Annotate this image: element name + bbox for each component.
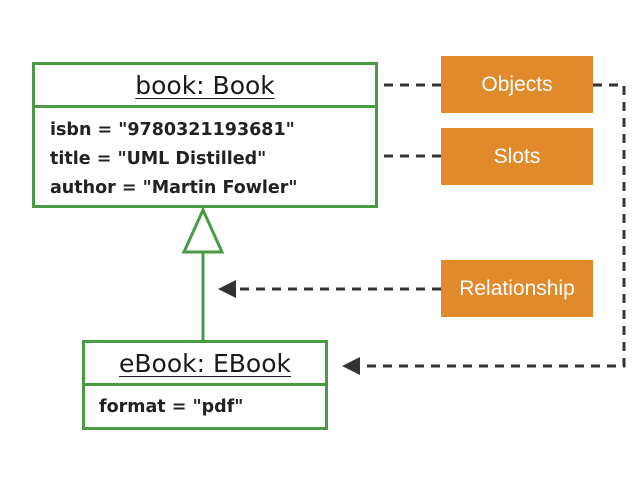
book-object-title: book: Book <box>135 71 275 100</box>
ebook-object-header: eBook: EBook <box>85 343 325 386</box>
slot-title: title = "UML Distilled" <box>50 149 267 169</box>
slot-author: author = "Martin Fowler" <box>50 178 298 198</box>
ebook-object-title: eBook: EBook <box>119 349 291 378</box>
objects-arrowhead-ebook <box>342 357 360 375</box>
callout-relationship: Relationship <box>441 260 593 317</box>
ebook-slot-list: format = "pdf" <box>85 386 325 422</box>
book-object-header: book: Book <box>35 65 375 108</box>
slot-format: format = "pdf" <box>99 397 244 417</box>
callout-slots: Slots <box>441 128 593 185</box>
book-object-box: book: Book isbn = "9780321193681" title … <box>32 62 378 208</box>
callout-objects: Objects <box>441 56 593 113</box>
slot-isbn: isbn = "9780321193681" <box>50 120 295 140</box>
ebook-object-box: eBook: EBook format = "pdf" <box>82 340 328 430</box>
relationship-arrowhead <box>218 280 236 298</box>
book-slot-list: isbn = "9780321193681" title = "UML Dist… <box>35 108 375 203</box>
generalization-arrowhead <box>181 206 225 254</box>
